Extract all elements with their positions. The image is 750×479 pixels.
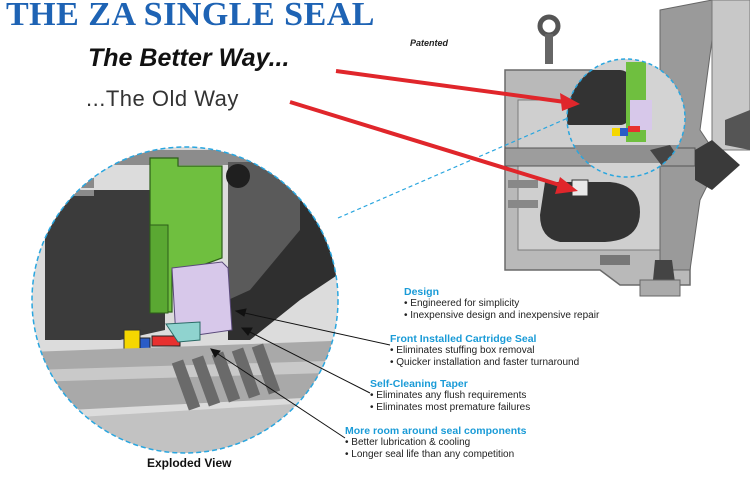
arrow-head-better xyxy=(560,93,580,111)
arrow-head-old xyxy=(555,177,578,194)
leader-lines xyxy=(210,308,391,439)
red-arrows xyxy=(289,69,580,194)
page-title: THE ZA SINGLE SEAL xyxy=(6,0,375,33)
better-way-label: The Better Way... xyxy=(88,44,290,72)
small-detail-circle xyxy=(566,58,686,178)
feature-bullet: Eliminates stuffing box removal xyxy=(390,345,579,357)
feature-heading: Design xyxy=(404,286,440,298)
patented-label: Patented xyxy=(410,38,449,48)
feature-heading: Front Installed Cartridge Seal xyxy=(390,333,537,345)
feature-bullet: Better lubrication & cooling xyxy=(345,437,526,449)
feature-self-cleaning-taper: Self-Cleaning Taper Eliminates any flush… xyxy=(370,378,530,414)
feature-bullet: Longer seal life than any competition xyxy=(345,449,526,461)
feature-bullet: Quicker installation and faster turnarou… xyxy=(390,357,579,369)
exploded-view-caption: Exploded View xyxy=(147,456,232,470)
feature-bullet: Engineered for simplicity xyxy=(404,298,599,310)
eyebolt-ring xyxy=(537,14,561,38)
old-seal-blob xyxy=(540,182,640,242)
feature-bullet: Inexpensive design and inexpensive repai… xyxy=(404,310,599,322)
feature-bullet: Eliminates most premature failures xyxy=(370,402,530,414)
eyebolt-shank xyxy=(545,34,553,64)
feature-more-room: More room around seal components Better … xyxy=(345,425,526,461)
impeller-nose xyxy=(695,140,740,190)
feature-front-installed: Front Installed Cartridge Seal Eliminate… xyxy=(390,333,579,369)
exploded-detail xyxy=(32,147,338,453)
feature-design: Design Engineered for simplicity Inexpen… xyxy=(404,286,599,322)
teal-part xyxy=(165,321,201,343)
feature-heading: Self-Cleaning Taper xyxy=(370,378,468,390)
exploded-circle xyxy=(31,146,339,454)
feature-bullet: Eliminates any flush requirements xyxy=(370,390,530,402)
feature-heading: More room around seal components xyxy=(345,425,527,437)
old-way-label: ...The Old Way xyxy=(86,86,239,111)
